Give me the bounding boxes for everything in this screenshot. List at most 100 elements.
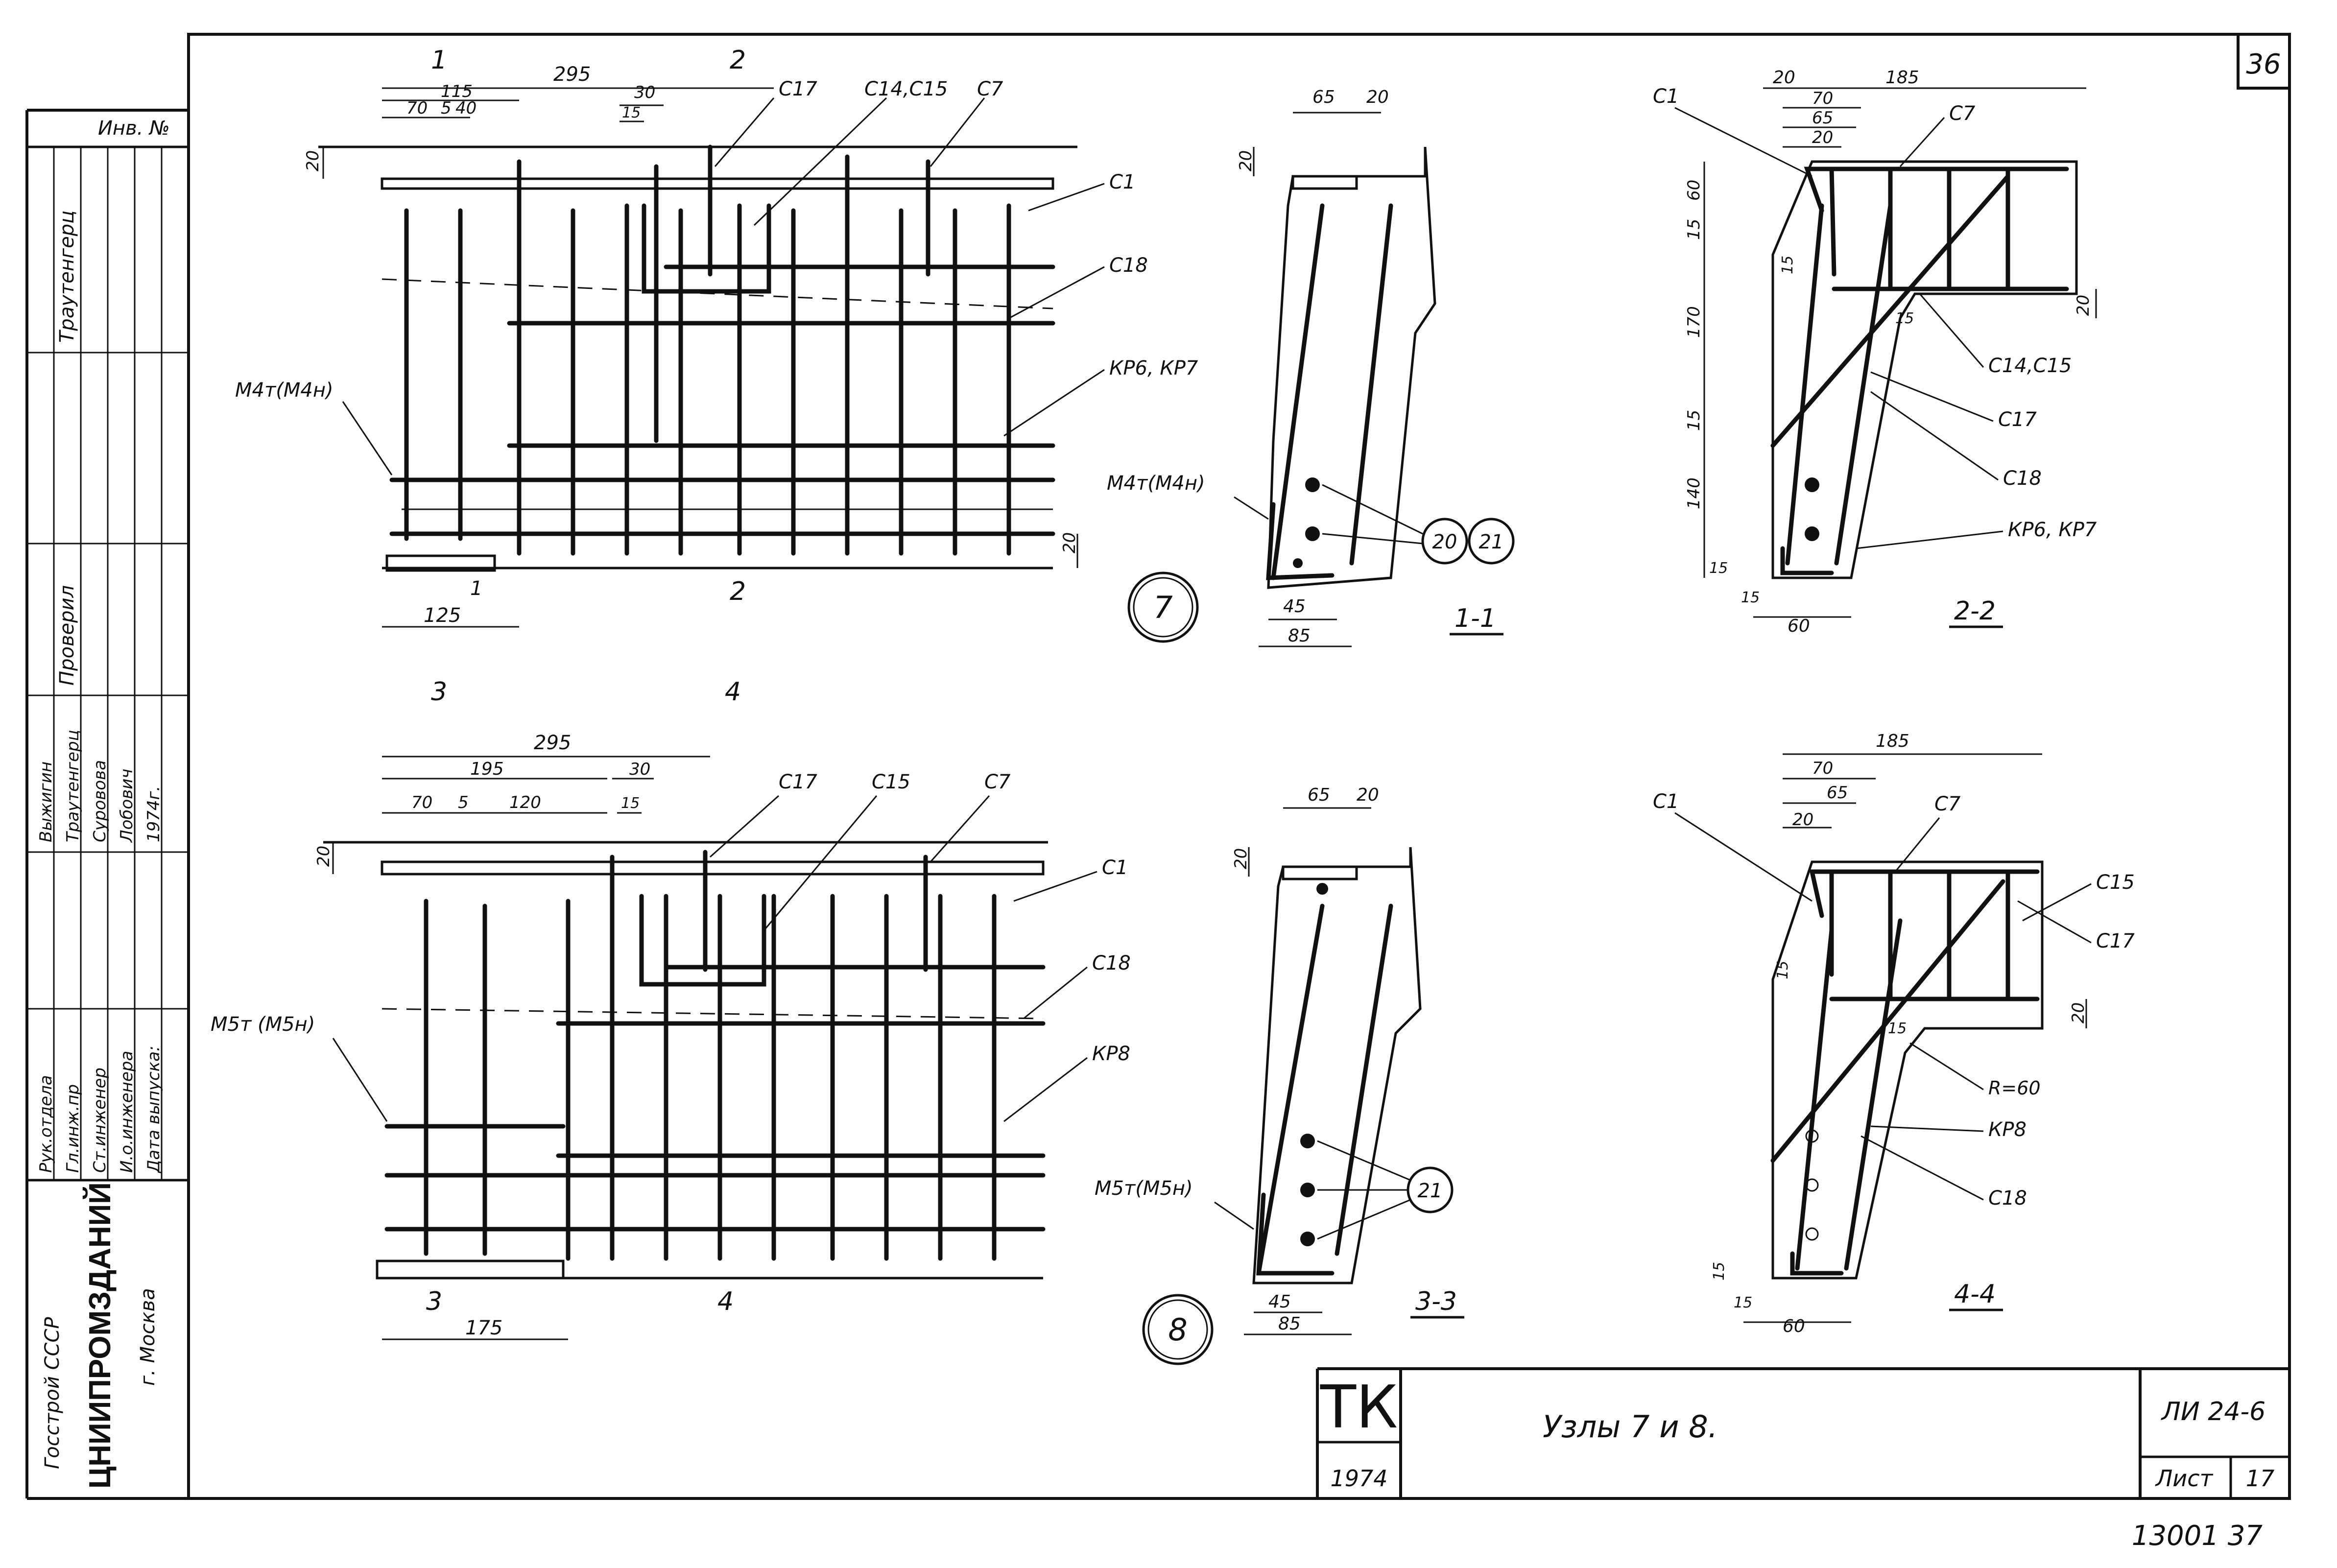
sheet-no: 17: [2246, 1465, 2275, 1492]
section-4-4: 185 70 65 20 15 20 15 15 15 60 С1 С7 С15…: [1653, 731, 2135, 1336]
org-line-2: ЦНИИПРОМЗДАНИЙ: [83, 1182, 117, 1489]
stamp-name-4: Лобович: [117, 769, 137, 843]
n7-section-2-top: 2: [730, 46, 746, 75]
s22-dim-15e: 15: [1741, 589, 1760, 606]
s22-label-c17: С17: [1998, 408, 2037, 431]
s44-dim-185: 185: [1876, 731, 1909, 751]
n7-label-m4: М4т(М4н): [235, 379, 334, 402]
s11-title: 1-1: [1455, 604, 1496, 633]
s44-dim-15d: 15: [1734, 1294, 1752, 1311]
stamp-name-1: Выжигин: [36, 761, 56, 842]
n8-dim-195: 195: [470, 759, 504, 779]
n8-section-4-bottom: 4: [717, 1287, 734, 1316]
series-year: 1974: [1330, 1465, 1387, 1492]
n8-dim-120: 120: [509, 793, 541, 812]
s22-dim-20: 20: [1773, 68, 1795, 88]
n7-dim-70: 70: [406, 98, 428, 118]
n7-dim-5: 5: [441, 98, 452, 118]
s22-dim-15c: 15: [1684, 410, 1704, 431]
s44-dim-70: 70: [1812, 759, 1833, 778]
stamp-name-2: Траутенгерц: [63, 730, 83, 842]
s11-dim-20-side: 20: [1236, 150, 1256, 171]
s44-label-kr8: КР8: [1988, 1118, 2027, 1141]
stamp-role-4: И.о.инженера: [117, 1051, 137, 1173]
s44-dim-15b: 15: [1888, 1020, 1907, 1037]
s44-label-c7: С7: [1934, 793, 1961, 815]
s11-dim-65: 65: [1312, 87, 1335, 107]
n8-label-c17: С17: [779, 771, 817, 793]
stamp-role-1: Рук.отдела: [36, 1075, 56, 1173]
n7-label-kr6kr7: КР6, КР7: [1109, 357, 1198, 380]
s33-dim-45: 45: [1268, 1292, 1291, 1312]
s44-label-r60: R=60: [1988, 1077, 2041, 1099]
n8-label-c1: С1: [1102, 856, 1128, 879]
s33-title: 3-3: [1415, 1287, 1457, 1316]
stamp-role-5: Дата выпуска:: [144, 1045, 164, 1174]
n7-section-1-bottom: 1: [470, 577, 482, 600]
s22-dim-60: 60: [1684, 180, 1704, 201]
s11-dim-85: 85: [1288, 626, 1311, 646]
n7-dim-115: 115: [441, 82, 473, 101]
s22-label-c1: С1: [1653, 85, 1679, 108]
n8-marker: 8: [1168, 1312, 1187, 1348]
n7-section-2-bottom: 2: [730, 577, 746, 606]
sheet-label: Лист: [2155, 1465, 2214, 1492]
n7-label-c17: С17: [779, 78, 817, 100]
title-block: ТК 1974 Узлы 7 и 8. ЛИ 24-6 Лист 17: [1316, 1367, 2289, 1498]
n8-dim-70: 70: [411, 793, 432, 812]
n8-section-3-top: 3: [431, 677, 447, 707]
n8-label-c18: С18: [1092, 952, 1131, 974]
vertical-label-2: Проверил: [56, 585, 78, 686]
s33-label-m5: М5т(М5н): [1095, 1177, 1193, 1200]
n7-dim-40: 40: [455, 98, 477, 118]
n8-label-c7: С7: [984, 771, 1011, 793]
stamp-role-2: Гл.инж.пр: [63, 1084, 83, 1173]
s11-dim-20: 20: [1366, 87, 1389, 107]
section-1-1: 65 20 20 45 85 М4т(М4н) 20 21 1-1: [1107, 87, 1515, 647]
s22-label-c18: С18: [2003, 467, 2042, 490]
s44-label-c15: С15: [2096, 871, 2135, 894]
stamp-name-5: 1974г.: [144, 786, 164, 842]
n8-label-m5: М5т (М5н): [211, 1013, 315, 1036]
n8-dim-295: 295: [534, 732, 571, 754]
s22-dim-140: 140: [1684, 477, 1704, 509]
s33-dim-20-side: 20: [1231, 848, 1251, 869]
n7-section-1-top: 1: [431, 46, 447, 75]
n8-dim-175: 175: [465, 1317, 502, 1339]
s22-dim-15b: 15: [1779, 256, 1796, 274]
s22-dim-15d: 15: [1709, 560, 1728, 577]
s33-dim-65: 65: [1308, 785, 1330, 805]
node7-elevation: 295 115 30 70 5 40 15 20 20 125 С17 С14,…: [235, 46, 1199, 643]
s22-label-c7: С7: [1949, 102, 1976, 125]
n7-label-c18: С18: [1109, 254, 1148, 277]
s22-dim-20b: 20: [1812, 128, 1833, 147]
s33-circle-21: 21: [1418, 1180, 1443, 1202]
org-line-1: Госстрой СССР: [41, 1317, 64, 1469]
s44-title: 4-4: [1954, 1280, 1996, 1309]
s44-dim-15c: 15: [1711, 1262, 1728, 1281]
sheet-number-top: 36: [2246, 48, 2281, 80]
stamp-role-3: Ст.инженер: [90, 1068, 110, 1173]
n8-section-4-top: 4: [725, 677, 741, 707]
s11-label-m4: М4т(М4н): [1107, 472, 1205, 495]
sheet-frame: 36 13001 37: [25, 33, 2291, 1552]
section-3-3: 65 20 20 45 85 М5т(М5н) 21 3-3: [1095, 785, 1464, 1335]
n8-dim-20: 20: [314, 846, 334, 867]
s44-label-c18: С18: [1988, 1187, 2027, 1210]
s44-label-c1: С1: [1653, 790, 1679, 813]
s22-title: 2-2: [1954, 596, 1996, 626]
org-line-3: г. Москва: [137, 1288, 159, 1386]
s44-dim-20: 20: [1792, 810, 1813, 830]
inventory-label: Инв. №: [98, 117, 170, 140]
drawing-title: Узлы 7 и 8.: [1543, 1409, 1717, 1445]
series-label: ТК: [1320, 1374, 1398, 1442]
n7-dim-30: 30: [634, 83, 655, 102]
n7-label-c14c15: С14,С15: [864, 78, 948, 100]
n8-label-c15: С15: [872, 771, 910, 793]
s33-dim-20: 20: [1357, 785, 1379, 805]
side-stamp: Инв. № Траутенгерц Проверил Рук.отдела Г…: [27, 117, 189, 1489]
drawing-code: ЛИ 24-6: [2161, 1397, 2266, 1426]
s11-circle-20: 20: [1432, 531, 1457, 553]
n7-dim-20-top: 20: [303, 150, 323, 171]
